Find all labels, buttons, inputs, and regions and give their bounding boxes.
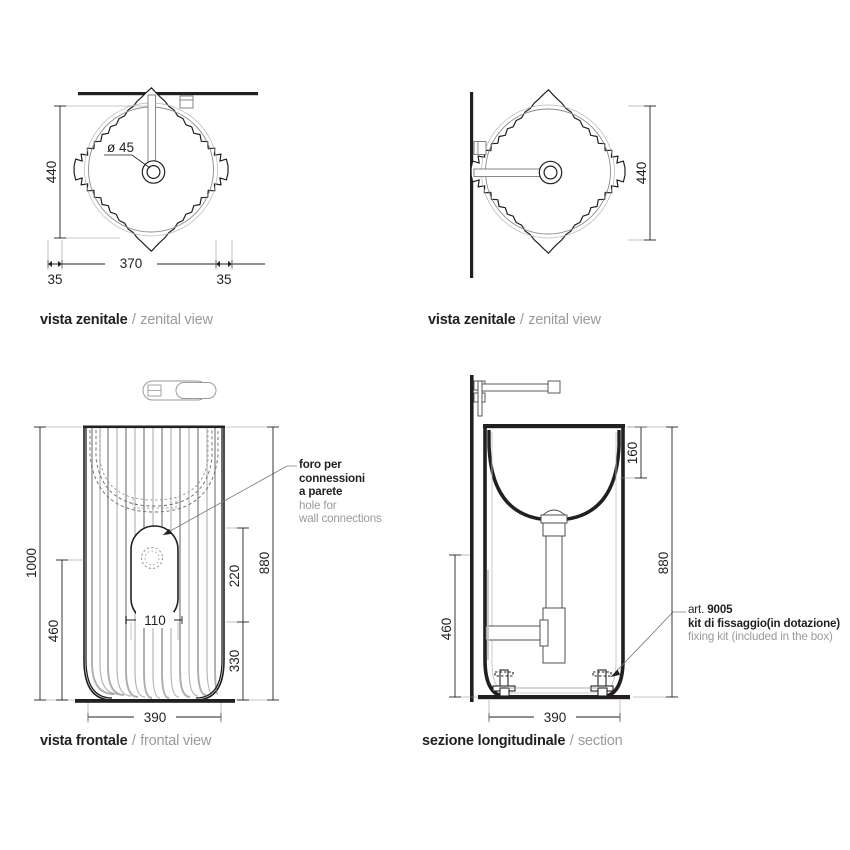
dim-440-left-label: 440 xyxy=(44,161,59,184)
hole-inner-dashed-circle-2 xyxy=(144,550,160,566)
note-line-a-parete: a parete xyxy=(299,485,343,499)
fixing-kit-leader-line xyxy=(610,611,686,678)
dim-880-section-label: 880 xyxy=(656,552,671,575)
section-wall xyxy=(470,375,474,702)
caption-frontal-it: vista frontale xyxy=(40,733,128,749)
caption-section-en: section xyxy=(577,733,623,749)
caption-zenital-left-en: zenital view xyxy=(140,312,213,328)
caption-zenital-left-it: vista zenitale xyxy=(40,312,128,328)
dim-330-label: 330 xyxy=(227,650,242,673)
drain-diameter-label: ø 45 xyxy=(107,140,134,155)
dim-110-label: 110 xyxy=(144,613,166,628)
dim-220 xyxy=(226,527,249,623)
basin-right-edge xyxy=(195,428,223,699)
wall-hole-leader-arrow xyxy=(163,528,173,535)
basin-left-edge xyxy=(85,428,113,699)
dim-330 xyxy=(237,622,249,701)
note-line-connessioni: connessioni xyxy=(299,471,365,485)
note-art-code: 9005 xyxy=(707,603,733,616)
dim-460-section xyxy=(449,554,478,698)
drain-hole xyxy=(141,160,166,184)
caption-zenital-left: vista zenitale / zenital view xyxy=(40,311,213,329)
faucet-top-detail xyxy=(142,380,217,401)
wall-hole-leader-line xyxy=(162,465,297,536)
hole-inner-dashed-circle xyxy=(140,546,164,570)
wall-line-vertical xyxy=(470,92,474,278)
faucet-control-plan-right xyxy=(473,141,487,155)
section-fixing-kit xyxy=(492,669,614,697)
dim-35-right-label: 35 xyxy=(216,272,231,287)
note-line-foro-per: foro per xyxy=(299,458,342,471)
dim-880-section xyxy=(627,426,678,698)
dim-440-right-label: 440 xyxy=(634,162,649,185)
caption-zenital-right-sep: / xyxy=(519,312,524,328)
caption-frontal-en: frontal view xyxy=(140,733,212,749)
caption-section-it: sezione longitudinale xyxy=(422,733,566,749)
dim-390-frontal-label: 390 xyxy=(144,710,167,725)
drain-hole-right xyxy=(538,160,563,185)
note-line-hole-for: hole for xyxy=(299,498,337,512)
caption-zenital-right: vista zenitale / zenital view xyxy=(428,311,601,329)
wall-line xyxy=(78,92,258,96)
section-top-rim xyxy=(483,424,625,429)
dim-390-section-label: 390 xyxy=(544,710,567,725)
dim-1000-label: 1000 xyxy=(24,548,39,578)
caption-section: sezione longitudinale / section xyxy=(422,732,623,750)
note-art-label: art. xyxy=(688,603,705,616)
caption-zenital-right-en: zenital view xyxy=(528,312,601,328)
dim-370-label: 370 xyxy=(120,256,143,271)
caption-zenital-left-sep: / xyxy=(131,312,136,328)
dim-35-left-label: 35 xyxy=(47,272,62,287)
dim-460-frontal-label: 460 xyxy=(46,620,61,643)
dim-440-right xyxy=(628,105,656,241)
view-frontal: 1000 460 880 220 xyxy=(24,380,297,725)
caption-section-sep: / xyxy=(569,733,574,749)
caption-frontal: vista frontale / frontal view xyxy=(40,732,211,750)
note-line-fixing-kit: fixing kit (included in the box) xyxy=(688,630,833,644)
dim-880-frontal-label: 880 xyxy=(257,552,272,575)
dim-460-section-label: 460 xyxy=(439,618,454,641)
view-zenital-right: 440 xyxy=(470,89,656,278)
dim-220-label: 220 xyxy=(227,565,242,588)
dim-460-frontal xyxy=(56,559,84,701)
dim-160-label: 160 xyxy=(625,442,640,465)
section-wall-faucet xyxy=(473,380,561,417)
note-line-kit-fissaggio: kit di fissaggio(in dotazione) xyxy=(688,616,841,630)
basin-top-rim xyxy=(83,425,225,429)
wall-connection-hole xyxy=(130,525,179,623)
basin-bowl-hidden-lines xyxy=(89,430,219,513)
section-base-line xyxy=(478,695,630,700)
section-drain-trap xyxy=(485,509,568,664)
caption-frontal-sep: / xyxy=(131,733,136,749)
wall-connection-hole-note: foro per connessioni a parete hole for w… xyxy=(299,458,382,526)
note-line-art: art. 9005 xyxy=(688,603,840,617)
note-line-wall-connections: wall connections xyxy=(299,512,382,526)
basin-flutes xyxy=(91,428,219,699)
view-zenital-left: ø 45 440 370 35 xyxy=(44,87,265,287)
caption-zenital-right-it: vista zenitale xyxy=(428,312,516,328)
faucet-control-plan xyxy=(179,95,194,109)
fixing-kit-leader-arrow xyxy=(611,669,621,677)
basin-bowl-hidden-lines-2 xyxy=(99,430,209,509)
fixing-kit-note: art. 9005 kit di fissaggio(in dotazione)… xyxy=(688,603,840,644)
basin-base-line xyxy=(75,699,235,703)
dim-440-left xyxy=(54,105,148,239)
drain-diameter-leader xyxy=(104,154,151,169)
view-section: 160 880 460 390 xyxy=(439,375,686,725)
faucet-spout-plan-right xyxy=(473,141,553,178)
